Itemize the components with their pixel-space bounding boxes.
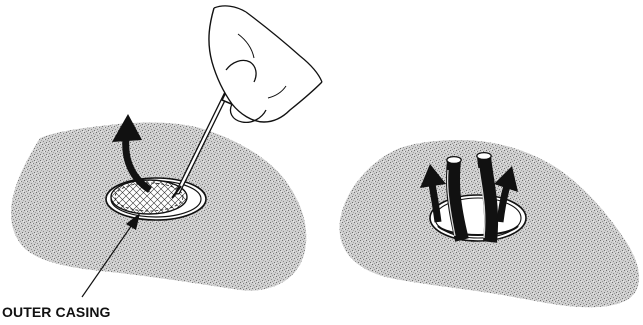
left-panel xyxy=(11,6,322,297)
right-panel xyxy=(339,140,639,307)
hand-icon xyxy=(209,6,322,122)
outer-casing-label: OUTER CASING xyxy=(2,304,111,320)
